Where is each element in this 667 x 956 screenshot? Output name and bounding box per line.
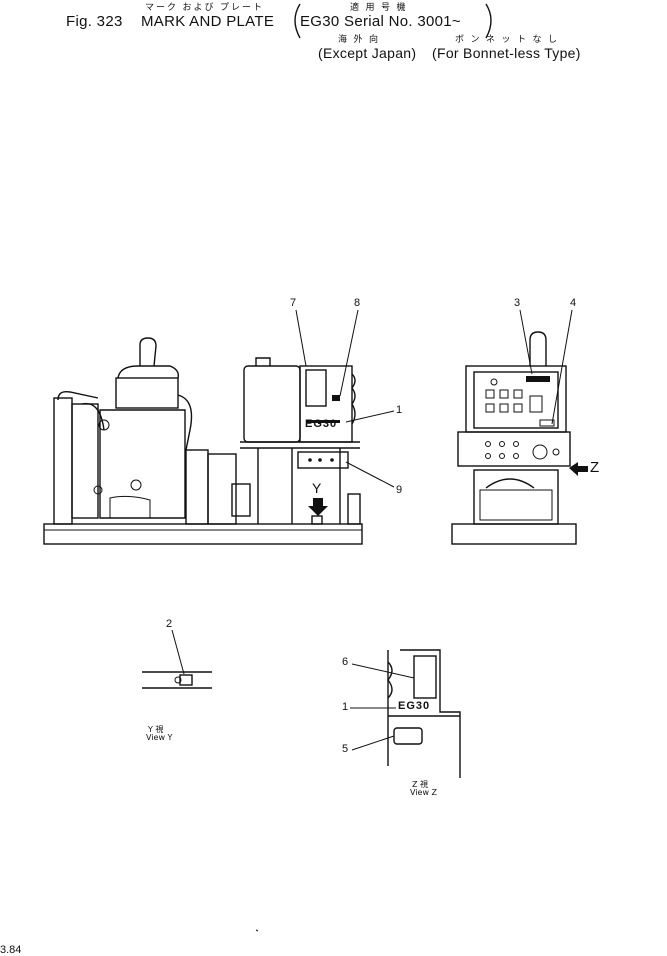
callout-1-detail: 1 bbox=[342, 701, 349, 713]
view-y-caption: View Y bbox=[146, 733, 173, 742]
bonnet-jp: ボ ン ネ ッ ト な し bbox=[455, 34, 560, 44]
callout-8: 8 bbox=[354, 297, 361, 309]
page-code: 3.84 bbox=[0, 944, 22, 956]
view-z-jp: Z 視 bbox=[412, 780, 429, 789]
view-z-arrow-icon bbox=[569, 462, 588, 476]
bonnet-en: (For Bonnet-less Type) bbox=[432, 45, 581, 61]
view-y-arrow-icon bbox=[308, 498, 328, 516]
generator-side-view bbox=[43, 337, 363, 545]
title-en: MARK AND PLATE bbox=[141, 13, 275, 30]
callout-7: 7 bbox=[290, 297, 297, 309]
generator-end-view bbox=[451, 331, 588, 545]
eg30-plate-detail: EG30 bbox=[398, 700, 431, 712]
view-z-marker: Z bbox=[590, 459, 600, 476]
callout-9: 9 bbox=[396, 484, 403, 496]
callout-6: 6 bbox=[342, 656, 349, 668]
callout-2: 2 bbox=[166, 618, 173, 630]
view-y-jp: Y 視 bbox=[148, 725, 164, 734]
view-y-marker: Y bbox=[312, 480, 322, 496]
export-en: (Except Japan) bbox=[318, 45, 417, 61]
view-z-caption: View Z bbox=[410, 788, 438, 797]
bracket-left bbox=[294, 3, 301, 39]
title-jp: マーク および プレート bbox=[145, 2, 265, 12]
callout-5: 5 bbox=[342, 743, 349, 755]
callout-1: 1 bbox=[396, 404, 403, 416]
callout-4: 4 bbox=[570, 297, 577, 309]
bracket-right bbox=[485, 3, 492, 39]
view-z-detail bbox=[350, 649, 461, 778]
fig-label: Fig. 323 bbox=[66, 13, 123, 30]
eg30-plate-main: EG30 bbox=[305, 418, 338, 430]
serial-en: EG30 Serial No. 3001~ bbox=[300, 13, 461, 30]
export-jp: 海 外 向 bbox=[338, 34, 381, 44]
view-y-detail bbox=[142, 629, 212, 689]
callout-3: 3 bbox=[514, 297, 521, 309]
serial-jp: 適 用 号 機 bbox=[350, 2, 408, 12]
